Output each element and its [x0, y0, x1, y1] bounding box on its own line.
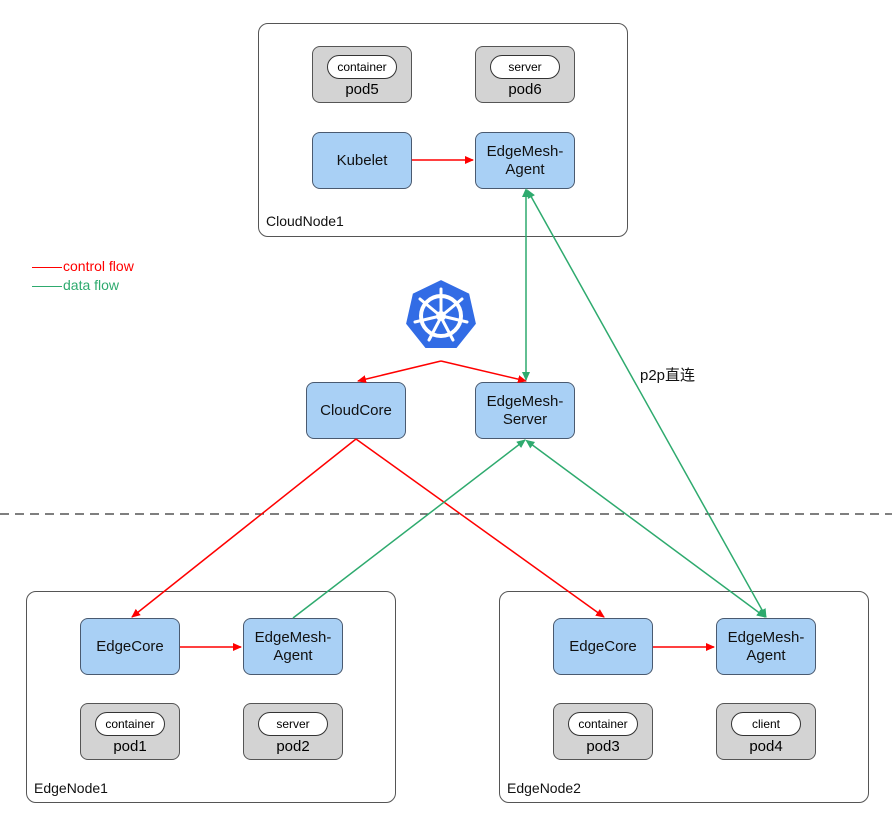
edgenode2-agent-label: EdgeMesh- Agent — [727, 628, 805, 664]
edgenode2-agent-box: EdgeMesh- Agent — [716, 618, 816, 675]
edgenode2-edgecore-box: EdgeCore — [553, 618, 653, 675]
pod2-name: pod2 — [276, 738, 310, 755]
pod2: server pod2 — [243, 703, 343, 760]
pod3-pill: container — [568, 712, 638, 736]
edgenode1-edgecore-box: EdgeCore — [80, 618, 180, 675]
edgenode2-edgecore-label: EdgeCore — [569, 637, 637, 655]
pod2-pill: server — [258, 712, 328, 736]
edgenode1-agent-box: EdgeMesh- Agent — [243, 618, 343, 675]
pod4-pill: client — [731, 712, 801, 736]
kubelet-box: Kubelet — [312, 132, 412, 189]
cloudcore-to-edgecore2-arrow — [355, 438, 605, 618]
pod4: client pod4 — [716, 703, 816, 760]
pod5-pill: container — [327, 55, 397, 79]
edgenode1-label: EdgeNode1 — [34, 780, 108, 796]
legend-data-flow: data flow — [32, 277, 119, 293]
legend-data-label: data flow — [63, 277, 120, 293]
pod1: container pod1 — [80, 703, 180, 760]
edgenode1-agent-label: EdgeMesh- Agent — [254, 628, 332, 664]
pod6-name: pod6 — [508, 81, 542, 98]
cloudcore-box: CloudCore — [306, 382, 406, 439]
pod4-name: pod4 — [749, 738, 783, 755]
legend-control-label: control flow — [63, 258, 134, 274]
pod5-name: pod5 — [345, 81, 379, 98]
pod5: container pod5 — [312, 46, 412, 103]
cloud-edgemesh-agent-box: EdgeMesh- Agent — [475, 132, 575, 189]
pod6: server pod6 — [475, 46, 575, 103]
server-agent2-data-line — [525, 439, 766, 618]
pod3-name: pod3 — [586, 738, 620, 755]
pod6-pill: server — [490, 55, 560, 79]
agent1-to-server-data-line — [292, 439, 526, 619]
edgenode1-edgecore-label: EdgeCore — [96, 637, 164, 655]
kubernetes-helm-icon — [403, 277, 479, 350]
k8s-to-server-arrow — [440, 360, 527, 384]
legend-data-line — [32, 285, 62, 287]
kubelet-label: Kubelet — [336, 151, 388, 169]
p2p-direct-data-line — [527, 189, 767, 618]
pod1-name: pod1 — [113, 738, 147, 755]
legend-control-line — [32, 266, 62, 268]
k8s-to-cloudcore-arrow — [357, 360, 442, 384]
edgenode2-label: EdgeNode2 — [507, 780, 581, 796]
cloudcore-to-edgecore1-arrow — [131, 438, 357, 618]
pod3: container pod3 — [553, 703, 653, 760]
pod1-pill: container — [95, 712, 165, 736]
cloudnode1-label: CloudNode1 — [266, 213, 344, 229]
cloudcore-label: CloudCore — [320, 401, 392, 419]
legend-control-flow: control flow — [32, 258, 134, 274]
cloud-edgemesh-agent-label: EdgeMesh- Agent — [486, 142, 564, 178]
